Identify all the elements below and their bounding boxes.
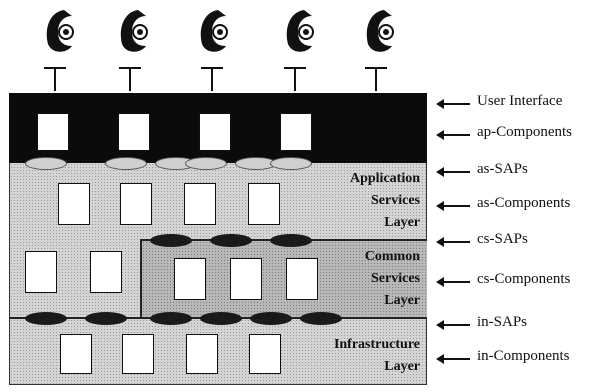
user-icon [116,6,156,66]
annotation-cs-saps: cs-SAPs [477,231,528,248]
annotation-arrow [442,103,470,105]
user-stem [211,67,213,91]
as-sap [270,157,312,170]
user-stem [375,67,377,91]
as-component [58,183,90,225]
annotation-arrow [442,281,470,283]
cs-sap [210,234,252,247]
annotation-cs-components: cs-Components [477,271,570,288]
annotation-arrow [442,358,470,360]
application-services-label: Application Services Layer [300,172,420,230]
annotation-in-components: in-Components [477,348,570,365]
common-services-label: Common Services Layer [300,250,420,308]
annotation-arrow [442,134,470,136]
user-icon [282,6,322,66]
as-component [248,183,280,225]
as-component [90,251,122,293]
cs-sap [270,234,312,247]
annotation-arrow [442,205,470,207]
user-icon [362,6,402,66]
annotation-in-saps: in-SAPs [477,314,527,331]
as-sap [25,157,67,170]
annotation-arrow [442,241,470,243]
in-component [249,334,281,374]
annotation-as-components: as-Components [477,195,570,212]
user-stem [129,67,131,91]
annotation-arrow [442,171,470,173]
in-component [122,334,154,374]
ap-component [280,113,312,151]
in-sap [200,312,242,325]
in-sap [300,312,342,325]
in-sap [85,312,127,325]
as-component [184,183,216,225]
annotation-arrow [442,324,470,326]
as-sap [105,157,147,170]
cs-component [174,258,206,300]
in-component [60,334,92,374]
in-sap [150,312,192,325]
user-icon [196,6,236,66]
annotation-user-interface: User Interface [477,93,562,110]
as-component [25,251,57,293]
ap-component [199,113,231,151]
as-component [120,183,152,225]
as-sap [185,157,227,170]
ap-component [118,113,150,151]
cs-sap [150,234,192,247]
annotation-as-saps: as-SAPs [477,161,528,178]
ap-component [37,113,69,151]
cs-component [230,258,262,300]
user-stem [54,67,56,91]
infrastructure-label: Infrastructure Layer [300,338,420,374]
annotation-ap-components: ap-Components [477,124,572,141]
in-component [186,334,218,374]
user-icon [42,6,82,66]
user-stem [294,67,296,91]
in-sap [250,312,292,325]
in-sap [25,312,67,325]
